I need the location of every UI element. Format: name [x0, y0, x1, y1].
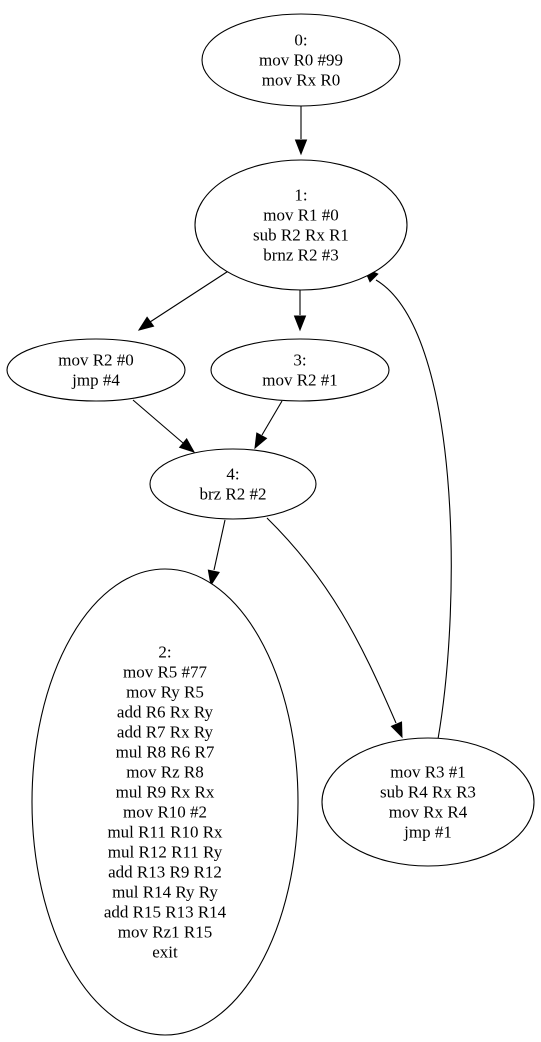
node-label-line: add R7 Rx Ry: [117, 723, 214, 742]
node-ellipse: [194, 159, 408, 291]
node-label-line: exit: [152, 943, 178, 962]
edge-line: [266, 517, 397, 724]
node-ellipse: [31, 568, 299, 1036]
node-label-line: 4:: [226, 465, 239, 484]
node-label-line: 3:: [293, 351, 306, 370]
node-label-line: mov R1 #0: [263, 206, 339, 225]
node-label-line: 2:: [158, 643, 171, 662]
edge-line: [149, 267, 234, 323]
node-label-line: brz R2 #2: [199, 485, 266, 504]
node-label-line: mov Rx R0: [262, 71, 340, 90]
arrowhead: [390, 721, 403, 739]
node-ellipse: [201, 13, 401, 107]
node-label-line: mov R2 #1: [262, 371, 338, 390]
node-label-line: mov Rx R4: [389, 803, 468, 822]
edges-layer: [132, 106, 452, 740]
node-label-line: 0:: [294, 31, 307, 50]
node-label-line: mul R8 R6 R7: [116, 743, 215, 762]
arrowhead: [294, 139, 308, 156]
node-label-line: add R13 R9 R12: [108, 863, 222, 882]
node-label-line: 1:: [294, 186, 307, 205]
node-ellipse: [210, 338, 390, 402]
edge-n1-to-n_left: [137, 267, 234, 331]
edge-n4-to-n2: [207, 519, 226, 587]
node-label-line: add R6 Rx Ry: [117, 703, 214, 722]
node-label-line: mov R5 #77: [123, 663, 208, 682]
edge-line: [261, 400, 283, 436]
node-n3: 3:mov R2 #1: [210, 338, 390, 402]
node-label-line: add R15 R13 R14: [104, 903, 227, 922]
node-label-line: mul R12 R11 Ry: [108, 843, 223, 862]
node-label-line: brnz R2 #3: [263, 246, 339, 265]
edge-n_left-to-n4: [132, 399, 196, 453]
arrowhead: [254, 432, 268, 450]
arrowhead: [293, 315, 307, 332]
node-label-line: mov R3 #1: [390, 763, 466, 782]
node-n4: 4:brz R2 #2: [149, 448, 317, 520]
edge-n_loop-to-n1: [363, 267, 452, 740]
node-label-line: mul R9 Rx Rx: [116, 783, 215, 802]
node-label-line: jmp #4: [71, 371, 120, 390]
node-label-line: mul R14 Ry Ry: [112, 883, 218, 902]
arrowhead: [137, 316, 155, 331]
node-label-line: sub R2 Rx R1: [253, 226, 349, 245]
node-ellipse: [321, 737, 535, 867]
node-label-line: mov Ry R5: [126, 683, 204, 702]
edge-n4-to-n_loop: [266, 517, 403, 739]
node-label-line: jmp #1: [403, 823, 452, 842]
edge-n0-to-n1: [294, 106, 308, 156]
node-label-line: mov Rz1 R15: [118, 923, 212, 942]
edge-line: [132, 399, 184, 444]
node-label-line: sub R4 Rx R3: [380, 783, 476, 802]
edge-line: [375, 279, 452, 740]
node-label-line: mov R0 #99: [259, 51, 343, 70]
node-label-line: mov R2 #0: [58, 351, 134, 370]
node-label-line: mov R10 #2: [123, 803, 207, 822]
edge-n3-to-n4: [254, 400, 283, 450]
arrowhead: [178, 437, 196, 453]
node-ellipse: [149, 448, 317, 520]
node-ellipse: [6, 338, 186, 402]
edge-line: [213, 519, 226, 571]
node-label-line: mov Rz R8: [126, 763, 203, 782]
arrowhead: [207, 569, 220, 587]
node-label-line: mul R11 R10 Rx: [107, 823, 223, 842]
